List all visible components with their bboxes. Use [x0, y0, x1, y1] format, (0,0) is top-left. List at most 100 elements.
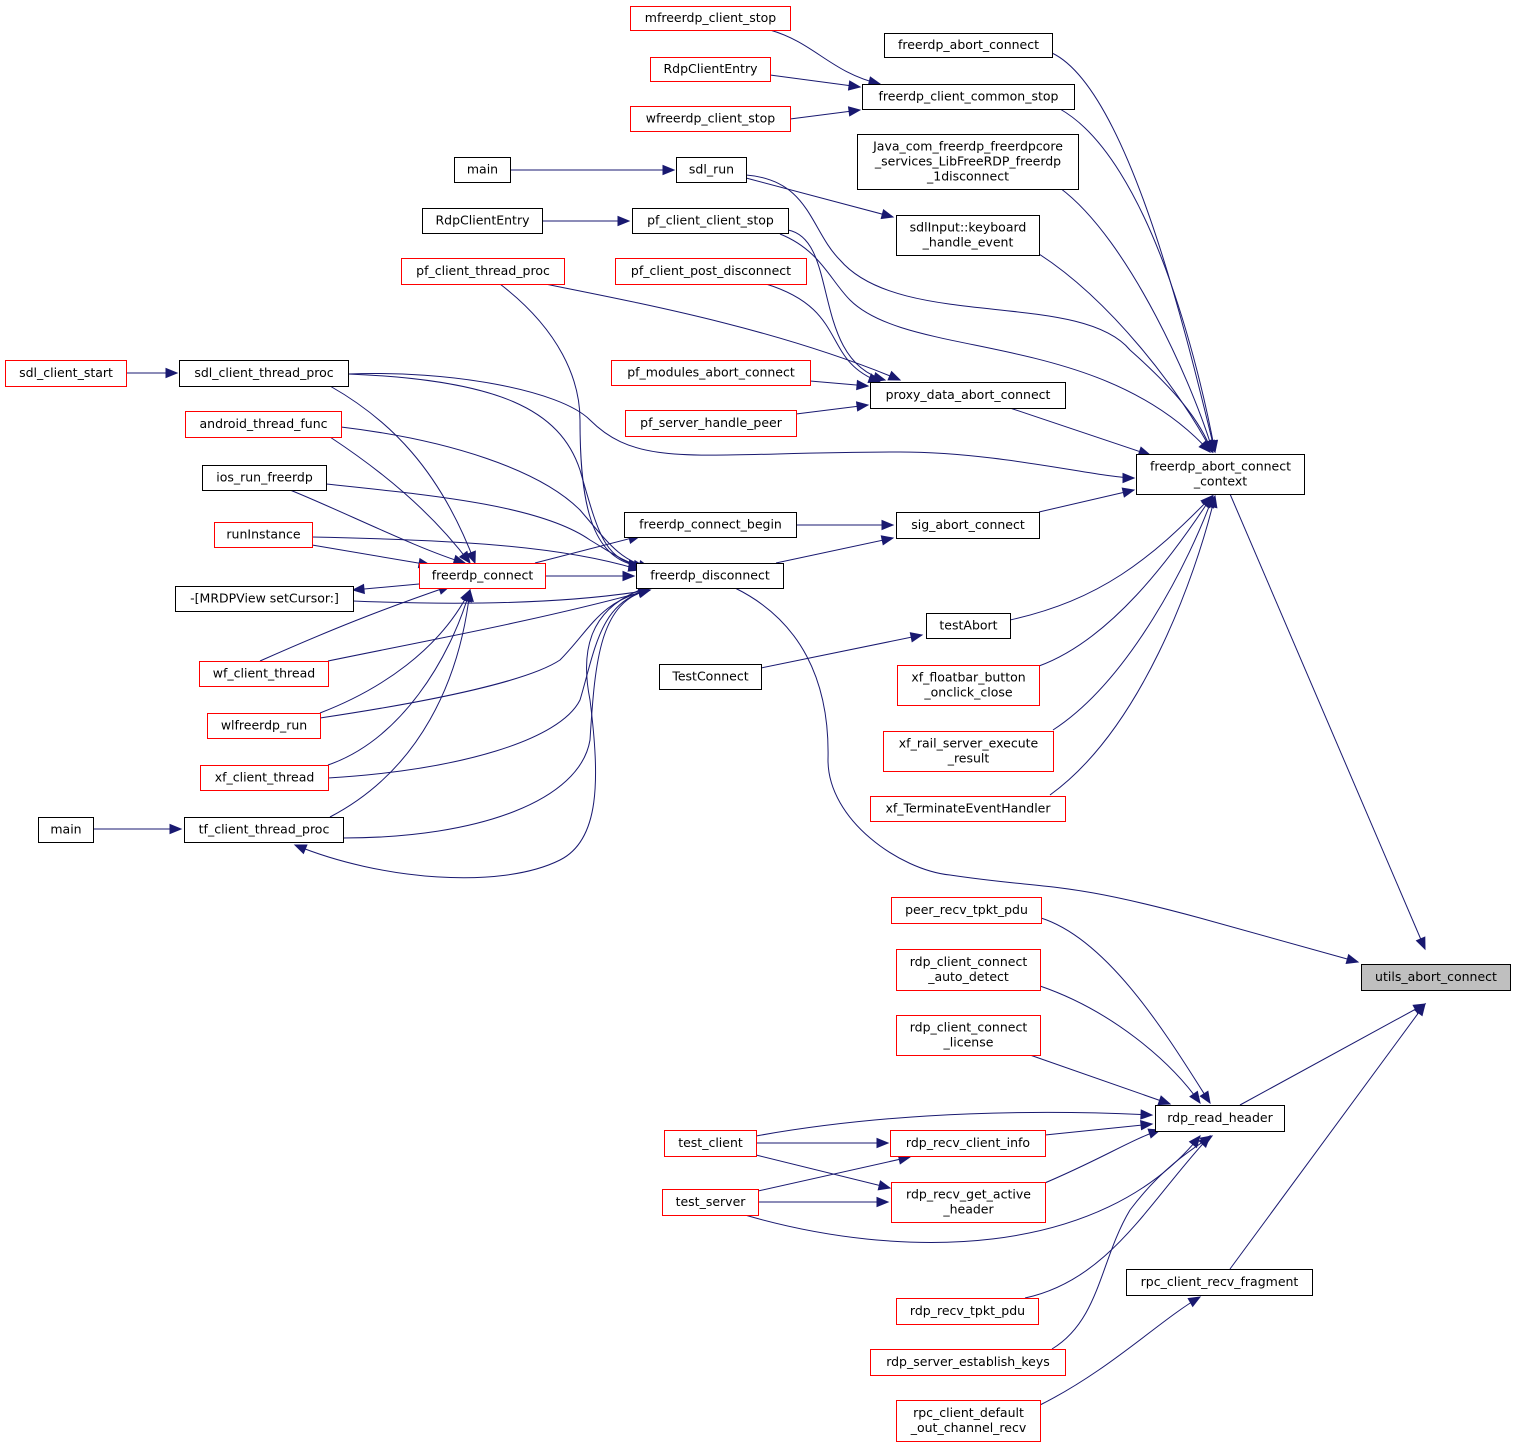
node-test-server[interactable]: test_server — [662, 1189, 759, 1216]
edge-freerdp_connect-to-mrdpview_setcursor — [351, 583, 420, 595]
node-freerdp-abort-connect[interactable]: freerdp_abort_connect — [884, 33, 1053, 58]
edge-line — [795, 404, 869, 415]
arrowhead-icon — [466, 550, 476, 565]
edge-line — [347, 373, 1135, 479]
node-rdp-read-header[interactable]: rdp_read_header — [1155, 1105, 1285, 1132]
node-sdl-client-thread-proc[interactable]: sdl_client_thread_proc — [179, 360, 349, 387]
node-label: rdp_recv_client_info — [906, 1135, 1030, 1150]
node-label: wlfreerdp_run — [221, 718, 307, 733]
node-java-disconnect[interactable]: Java_com_freerdp_freerdpcore_services_Li… — [857, 134, 1079, 190]
node-pf-client-client-stop[interactable]: pf_client_client_stop — [632, 208, 789, 234]
arrowhead-icon — [1199, 1090, 1211, 1105]
node-pf-client-thread-proc[interactable]: pf_client_thread_proc — [401, 258, 565, 285]
node-box — [896, 1298, 1039, 1325]
node-ios-run-freerdp[interactable]: ios_run_freerdp — [202, 465, 327, 491]
arrowhead-icon — [351, 583, 365, 595]
node-TestConnect[interactable]: TestConnect — [659, 664, 762, 690]
node-utils-abort-connect[interactable]: utils_abort_connect — [1361, 964, 1511, 991]
edge-test_client-to-rdp_read_header — [755, 1109, 1154, 1137]
edge-freerdp_abort_connect-to-freerdp_abort_connect_context — [1051, 52, 1218, 454]
node-freerdp-connect[interactable]: freerdp_connect — [419, 563, 546, 589]
edge-sdl_client_thread_proc-to-freerdp_connect — [329, 385, 476, 565]
node-box — [664, 1130, 757, 1157]
node-label: test_server — [676, 1194, 747, 1209]
node-wfreerdp-client-stop[interactable]: wfreerdp_client_stop — [630, 106, 791, 132]
edge-line — [327, 589, 471, 766]
node-label: rpc_client_recv_fragment — [1141, 1274, 1299, 1289]
node-RdpClientEntry-black[interactable]: RdpClientEntry — [422, 208, 543, 234]
node-rdp-client-connect-auto-detect[interactable]: rdp_client_connect_auto_detect — [896, 949, 1041, 991]
edge-test_server-to-rdp_read_header — [744, 1134, 1201, 1243]
node-freerdp-connect-begin[interactable]: freerdp_connect_begin — [624, 512, 797, 538]
edge-android_thread_func-to-freerdp_connect — [329, 436, 471, 565]
node-mrdpview-setcursor[interactable]: -[MRDPView setCursor:] — [175, 586, 354, 612]
edge-line — [779, 233, 1211, 453]
node-test-client[interactable]: test_client — [664, 1130, 757, 1157]
node-box — [1136, 454, 1305, 495]
edge-line — [745, 174, 1213, 453]
node-rdp-client-connect-license[interactable]: rdp_client_connect_license — [896, 1015, 1041, 1056]
node-xf-rail-server-execute-result[interactable]: xf_rail_server_execute_result — [883, 731, 1054, 772]
node-rpc-client-default-out-channel-recv[interactable]: rpc_client_default_out_channel_recv — [896, 1400, 1041, 1442]
node-testAbort[interactable]: testAbort — [926, 613, 1011, 639]
node-proxy-data-abort-connect[interactable]: proxy_data_abort_connect — [870, 382, 1066, 409]
edge-line — [1052, 495, 1214, 731]
edge-pf_modules_abort_connect-to-proxy_data_abort_connect — [809, 379, 870, 391]
node-runInstance[interactable]: runInstance — [214, 522, 313, 548]
node-label: sdl_client_thread_proc — [194, 365, 333, 380]
node-rdp-recv-tpkt-pdu[interactable]: rdp_recv_tpkt_pdu — [896, 1298, 1039, 1325]
node-peer-recv-tpkt-pdu[interactable]: peer_recv_tpkt_pdu — [891, 897, 1042, 924]
node-mfreerdp-client-stop[interactable]: mfreerdp_client_stop — [630, 6, 791, 31]
node-xf-client-thread[interactable]: xf_client_thread — [200, 765, 329, 791]
node-box — [896, 512, 1040, 539]
node-xf-floatbar-button-onclick-close[interactable]: xf_floatbar_button_onclick_close — [897, 665, 1040, 706]
node-rdp-server-establish-keys[interactable]: rdp_server_establish_keys — [870, 1349, 1066, 1376]
node-label: proxy_data_abort_connect — [886, 387, 1051, 402]
node-label: main — [50, 822, 81, 837]
node-main-bottom[interactable]: main — [38, 817, 94, 843]
node-pf-server-handle-peer[interactable]: pf_server_handle_peer — [625, 410, 797, 437]
edge-freerdp_connect-to-freerdp_disconnect — [545, 570, 636, 582]
node-box — [179, 360, 349, 387]
node-tf-client-thread-proc[interactable]: tf_client_thread_proc — [184, 817, 344, 843]
edge-line — [1059, 108, 1216, 453]
node-box — [650, 57, 771, 82]
edge-pf_client_thread_proc-to-freerdp_disconnect — [499, 283, 642, 570]
node-box — [896, 1015, 1041, 1056]
node-box — [659, 664, 762, 690]
node-freerdp-abort-connect-context[interactable]: freerdp_abort_connect_context — [1136, 454, 1305, 495]
node-main-top[interactable]: main — [454, 157, 511, 183]
node-label: rdp_recv_tpkt_pdu — [910, 1303, 1025, 1318]
edge-line — [734, 587, 1359, 963]
edge-peer_recv_tpkt_pdu-to-rdp_read_header — [1040, 917, 1211, 1105]
node-freerdp-disconnect[interactable]: freerdp_disconnect — [636, 563, 784, 589]
node-label: pf_server_handle_peer — [640, 415, 783, 430]
node-rdp-recv-client-info[interactable]: rdp_recv_client_info — [890, 1130, 1046, 1157]
node-label: main — [467, 162, 498, 177]
edge-line — [1038, 489, 1135, 513]
node-label: mfreerdp_client_stop — [645, 10, 777, 25]
node-pf-client-post-disconnect[interactable]: pf_client_post_disconnect — [615, 258, 807, 285]
node-rpc-client-recv-fragment[interactable]: rpc_client_recv_fragment — [1126, 1269, 1313, 1296]
node-wf-client-thread[interactable]: wf_client_thread — [199, 661, 329, 687]
node-android-thread-func[interactable]: android_thread_func — [185, 411, 342, 438]
node-pf-modules-abort-connect[interactable]: pf_modules_abort_connect — [611, 360, 811, 386]
node-xf-TerminateEventHandler[interactable]: xf_TerminateEventHandler — [870, 796, 1066, 822]
node-freerdp-client-common-stop[interactable]: freerdp_client_common_stop — [862, 84, 1075, 110]
node-wlfreerdp-run[interactable]: wlfreerdp_run — [207, 713, 321, 739]
edge-rdp_client_connect_auto_detect-to-rdp_read_header — [1039, 985, 1201, 1105]
node-rdp-recv-get-active-header[interactable]: rdp_recv_get_active_header — [891, 1182, 1046, 1223]
node-RdpClientEntry-red[interactable]: RdpClientEntry — [650, 57, 771, 82]
node-label: rpc_client_default — [913, 1405, 1024, 1420]
edge-line — [534, 535, 641, 564]
node-sdlInput-keyboard[interactable]: sdlInput::keyboard_handle_event — [896, 215, 1040, 256]
node-sdl-run[interactable]: sdl_run — [676, 157, 747, 183]
node-box — [184, 817, 344, 843]
node-box — [615, 258, 807, 285]
edge-line — [760, 634, 923, 669]
node-sig-abort-connect[interactable]: sig_abort_connect — [896, 512, 1040, 539]
edge-xf_client_thread-to-freerdp_disconnect — [327, 587, 652, 779]
node-box — [200, 765, 329, 791]
node-sdl-client-start[interactable]: sdl_client_start — [5, 360, 127, 387]
